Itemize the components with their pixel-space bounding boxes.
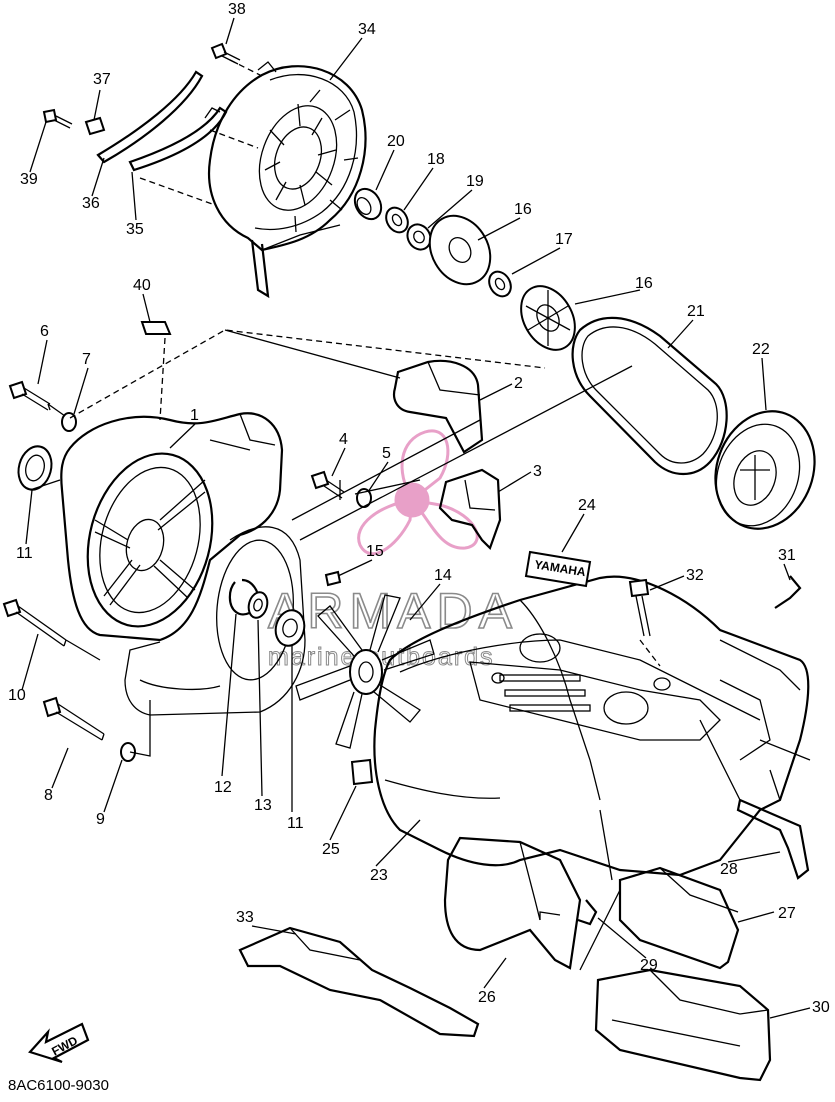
label-part-6: 6 <box>40 323 49 340</box>
v-belt-part-21 <box>571 316 728 475</box>
label-part-24: 24 <box>578 497 596 514</box>
label-part-38: 38 <box>228 1 246 18</box>
cover-part-2 <box>393 359 484 454</box>
label-part-7: 7 <box>82 351 91 368</box>
bolt-part-8 <box>42 696 105 741</box>
label-part-17: 17 <box>555 231 573 248</box>
bracket-part-3 <box>438 468 502 551</box>
label-part-20: 20 <box>387 133 405 150</box>
label-part-27: 27 <box>778 905 796 922</box>
clip-part-40 <box>140 321 172 335</box>
fan-cover-part-34 <box>207 61 367 299</box>
label-part-16-lower: 16 <box>635 275 653 292</box>
label-part-32: 32 <box>686 567 704 584</box>
label-part-12: 12 <box>214 779 232 796</box>
duct-part-26 <box>443 836 582 970</box>
bracket-part-28 <box>736 798 810 880</box>
label-part-19: 19 <box>466 173 484 190</box>
emblem-part-24: YAMAHA <box>524 550 592 588</box>
bracket-part-33 <box>238 926 480 1038</box>
label-part-5: 5 <box>382 445 391 462</box>
drawing-code: 8AC6100-9030 <box>8 1077 109 1094</box>
assembly-lines <box>29 59 811 971</box>
label-part-3: 3 <box>533 463 542 480</box>
bolt-part-6 <box>8 380 51 411</box>
strap-part-35-36 <box>96 70 228 172</box>
label-part-28: 28 <box>720 861 738 878</box>
label-part-34: 34 <box>358 21 376 38</box>
label-part-15: 15 <box>366 543 384 560</box>
label-part-14: 14 <box>434 567 452 584</box>
label-part-26: 26 <box>478 989 496 1006</box>
washer-part-19 <box>406 223 432 251</box>
label-part-11-left: 11 <box>16 545 33 562</box>
label-part-1: 1 <box>190 407 199 424</box>
propeller-logo <box>357 429 479 556</box>
pulley-half-part-16-lower <box>520 285 576 351</box>
label-part-37: 37 <box>93 71 111 88</box>
label-part-23: 23 <box>370 867 388 884</box>
bolt-part-4 <box>310 470 345 499</box>
label-part-25: 25 <box>322 841 340 858</box>
fan-housing-part-1 <box>60 412 284 642</box>
label-part-11-center: 11 <box>287 815 304 832</box>
key-part-15 <box>324 570 342 587</box>
label-part-36: 36 <box>82 195 100 212</box>
label-part-9: 9 <box>96 811 105 828</box>
label-part-29: 29 <box>640 957 658 974</box>
bushing-part-20 <box>353 187 383 221</box>
washer-part-17 <box>488 270 512 298</box>
washer-part-9 <box>120 742 136 762</box>
washer-part-7 <box>61 412 77 432</box>
washer-part-18 <box>385 206 409 234</box>
label-part-4: 4 <box>339 431 348 448</box>
label-part-16-upper: 16 <box>514 201 532 218</box>
seal-part-11-left <box>17 445 53 491</box>
label-part-8: 8 <box>44 787 53 804</box>
silencer-part-30 <box>594 968 772 1082</box>
label-part-10: 10 <box>8 687 26 704</box>
washer-part-13 <box>247 591 269 619</box>
watermark-brand: ARMADA <box>268 583 518 639</box>
label-part-33: 33 <box>236 909 254 926</box>
label-part-21: 21 <box>687 303 705 320</box>
clip-part-31 <box>774 575 802 609</box>
label-part-22: 22 <box>752 341 770 358</box>
part-labels: 1 2 3 4 5 6 7 8 9 10 11 11 12 13 14 15 1… <box>8 1 830 1016</box>
label-part-2: 2 <box>514 375 523 392</box>
seal-part-11-center <box>274 609 306 647</box>
label-part-31: 31 <box>778 547 796 564</box>
fwd-arrow-icon: FWD <box>28 1022 90 1064</box>
bolt-part-32 <box>628 578 651 637</box>
fan-part-14 <box>295 594 435 749</box>
leader-lines <box>21 17 811 1019</box>
pulley-part-22 <box>714 410 816 530</box>
small-parts-37-38-39 <box>42 42 241 136</box>
silencer-part-27 <box>618 866 740 970</box>
bolt-part-10 <box>2 598 67 647</box>
main-cover-part-23 <box>373 575 810 877</box>
grommet-part-25 <box>350 758 374 786</box>
label-part-18: 18 <box>427 151 445 168</box>
label-part-39: 39 <box>20 171 38 188</box>
clip-part-29 <box>577 899 598 926</box>
label-part-35: 35 <box>126 221 144 238</box>
label-part-13: 13 <box>254 797 272 814</box>
label-part-40: 40 <box>133 277 151 294</box>
label-part-30: 30 <box>812 999 830 1016</box>
